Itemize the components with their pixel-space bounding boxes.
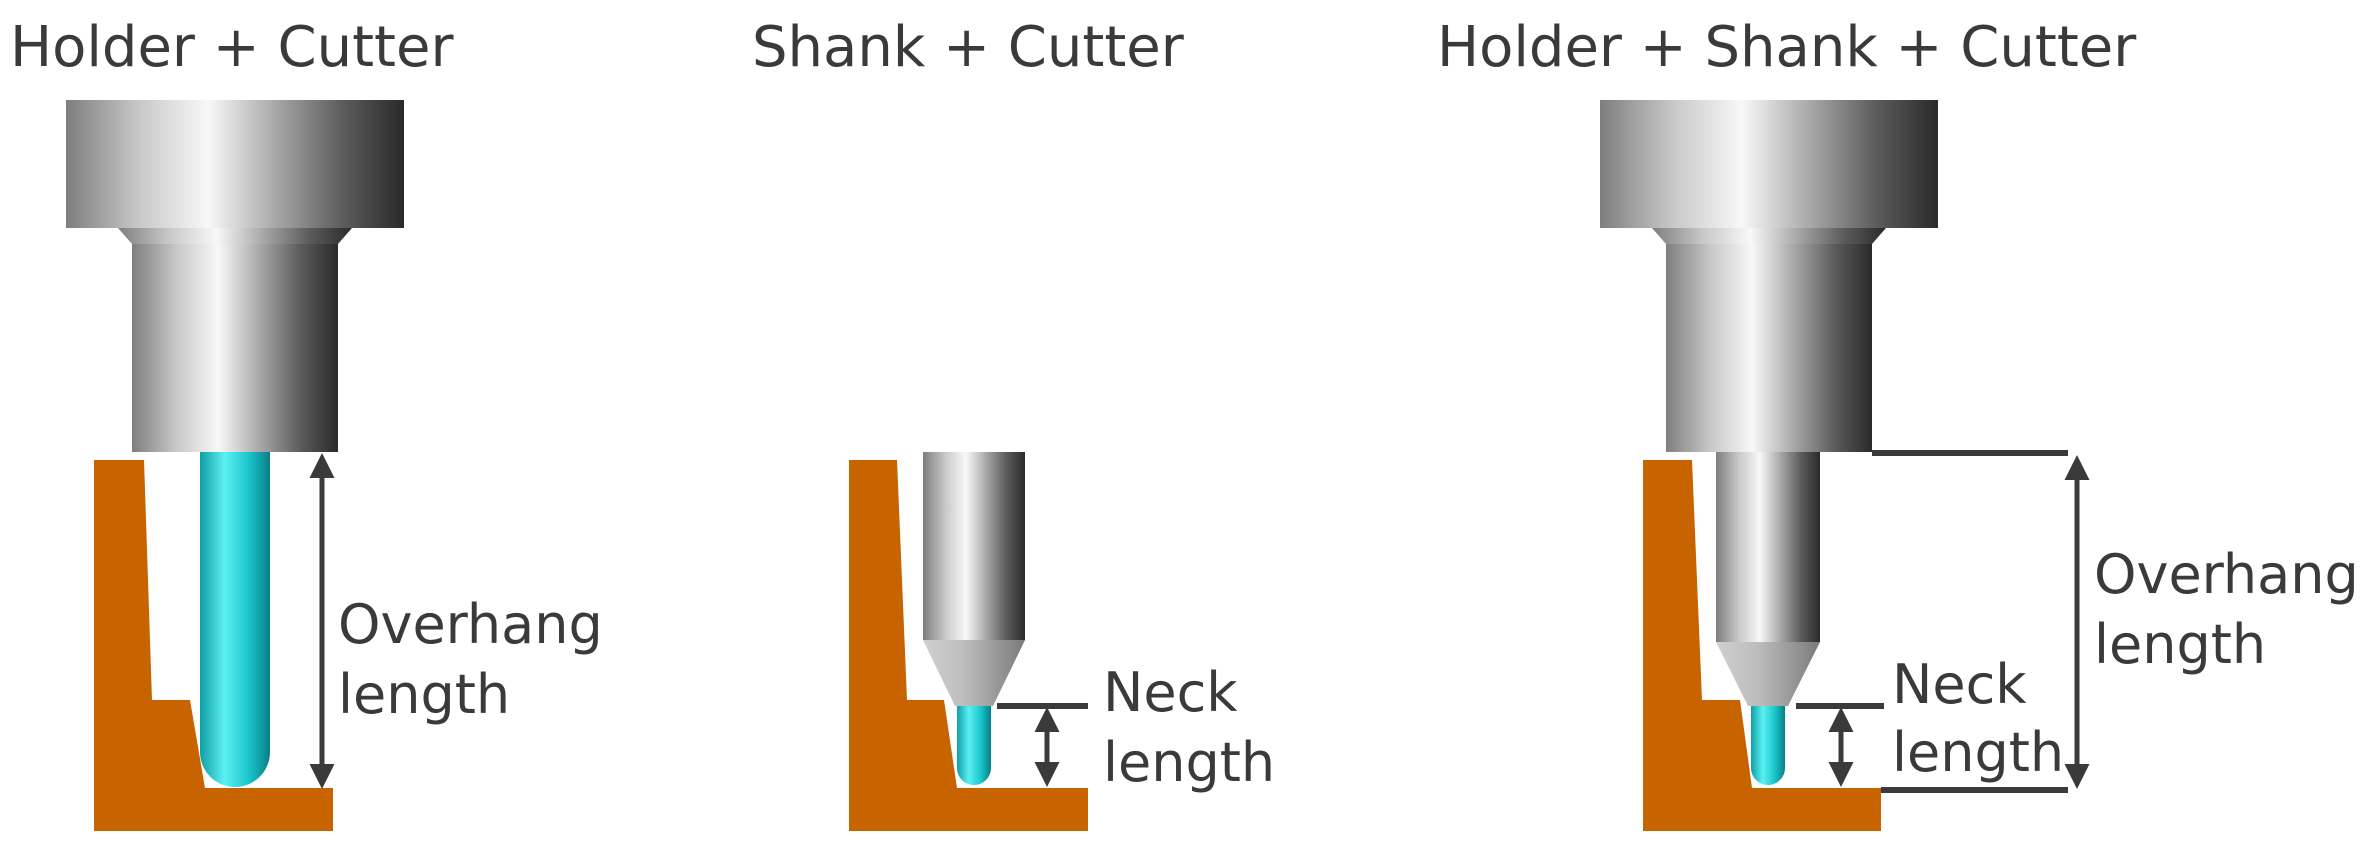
neck-label-line2: length: [1892, 721, 2065, 784]
panel-title-holder-cutter: Holder + Cutter: [10, 15, 454, 80]
holder-taper: [118, 228, 352, 244]
overhang-label-line2: length: [2094, 613, 2267, 676]
shank-body: [1716, 452, 1820, 642]
panel-holder-shank-cutter: [1600, 100, 2090, 831]
cutter: [957, 706, 991, 785]
neck-label-line1: Neck: [1103, 661, 1238, 724]
holder-body: [132, 244, 338, 452]
workpiece: [94, 460, 333, 831]
shank-body: [923, 452, 1025, 640]
workpiece: [1643, 460, 1881, 831]
neck-label-line2: length: [1103, 731, 1276, 794]
panel-shank-cutter: [849, 452, 1088, 831]
panel-title-holder-shank-cutter: Holder + Shank + Cutter: [1437, 15, 2137, 80]
holder-head: [1600, 100, 1938, 228]
overhang-label-line1: Overhang: [338, 593, 603, 656]
shank-cone: [923, 640, 1025, 706]
shank-cone: [1716, 642, 1820, 706]
cutter: [200, 452, 270, 787]
panel-holder-cutter: [66, 100, 404, 831]
neck-label-line1: Neck: [1892, 653, 2027, 716]
holder-head: [66, 100, 404, 228]
overhang-label-line1: Overhang: [2094, 543, 2359, 606]
overhang-label-line2: length: [338, 663, 511, 726]
holder-taper: [1652, 228, 1886, 244]
cutter: [1751, 706, 1785, 785]
workpiece: [849, 460, 1088, 831]
holder-body: [1666, 244, 1872, 452]
panel-title-shank-cutter: Shank + Cutter: [752, 15, 1184, 80]
